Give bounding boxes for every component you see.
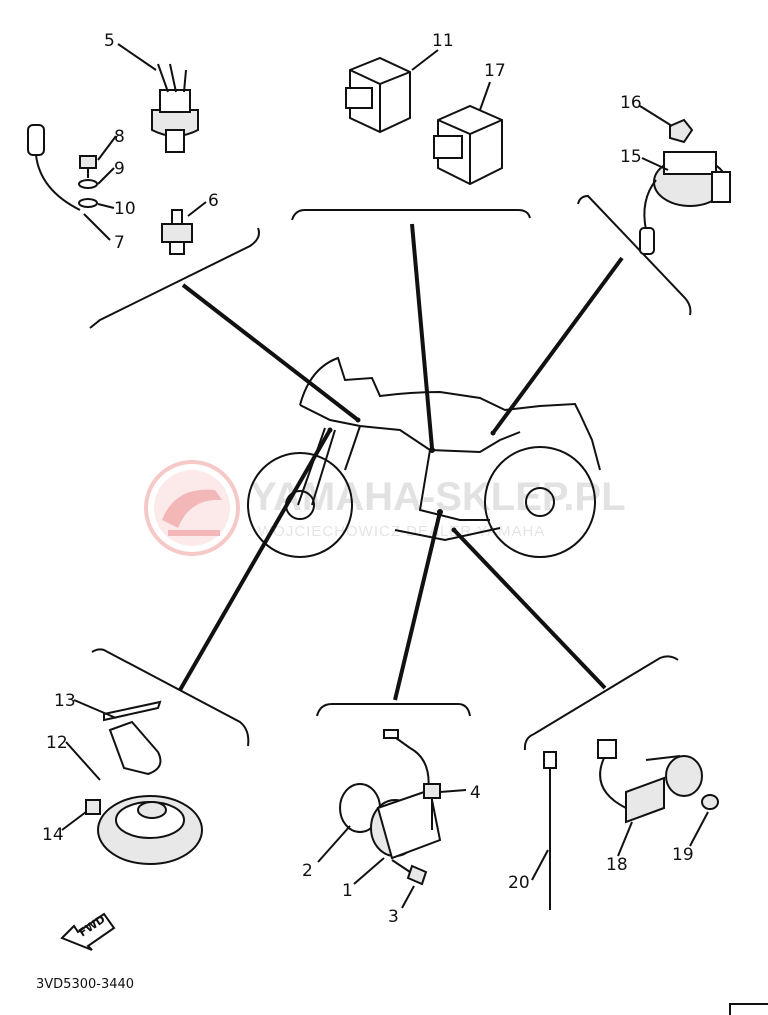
callout-2: 2: [302, 861, 313, 881]
callout-14: 14: [42, 825, 64, 845]
callout-numbers: 5 8 9 10 7 6 11 17 16 15 13 12 14 4 2 1 …: [42, 31, 694, 927]
callout-5: 5: [104, 31, 115, 51]
part-1-sensor-icon: [370, 729, 442, 860]
callout-20: 20: [508, 873, 530, 893]
callout-8: 8: [114, 127, 125, 147]
part-17-relay-icon: [433, 104, 503, 186]
part-13-bracket-icon: [103, 700, 162, 722]
part-10-washer-icon: [78, 198, 98, 208]
leader-lines: [178, 223, 624, 701]
callout-7: 7: [114, 233, 125, 253]
callout-3: 3: [388, 907, 399, 927]
callout-9: 9: [114, 159, 125, 179]
callout-17: 17: [484, 61, 506, 81]
part-15-unit-icon: [639, 151, 731, 255]
horn-icon: [97, 795, 203, 865]
watermark-logo-icon: [144, 460, 240, 556]
part-16-nut-icon: [669, 118, 694, 144]
callout-12: 12: [46, 733, 68, 753]
drawing-code: 3VD5300-3440: [36, 977, 134, 992]
part-9-washer-icon: [78, 179, 98, 189]
callout-13: 13: [54, 691, 76, 711]
callout-15: 15: [620, 147, 642, 167]
part-11-relay-icon: [345, 56, 411, 134]
part-19-screw-icon: [701, 794, 719, 810]
group-brackets: [89, 194, 692, 751]
callout-leaders: [61, 43, 709, 909]
part-5-switch-icon: [151, 63, 199, 153]
part-18-unit-icon: [597, 739, 703, 824]
part-14-bolt-icon: [85, 799, 101, 815]
callout-19: 19: [672, 845, 694, 865]
part-6-switch-icon: [161, 209, 193, 255]
callout-4: 4: [470, 783, 481, 803]
callout-16: 16: [620, 93, 642, 113]
fwd-arrow-icon: FWD: [60, 912, 116, 951]
part-7-wire-terminal-icon: [27, 124, 81, 211]
callout-6: 6: [208, 191, 219, 211]
callout-10: 10: [114, 199, 136, 219]
part-12-bracket-icon: [108, 720, 162, 776]
callout-1: 1: [342, 881, 353, 901]
callout-11: 11: [432, 31, 454, 51]
part-3-screw-icon: [391, 859, 428, 886]
part-8-screw-icon: [79, 155, 97, 178]
page-corner-box: [729, 1003, 768, 1015]
callout-18: 18: [606, 855, 628, 875]
part-20-band-icon: [543, 751, 557, 910]
